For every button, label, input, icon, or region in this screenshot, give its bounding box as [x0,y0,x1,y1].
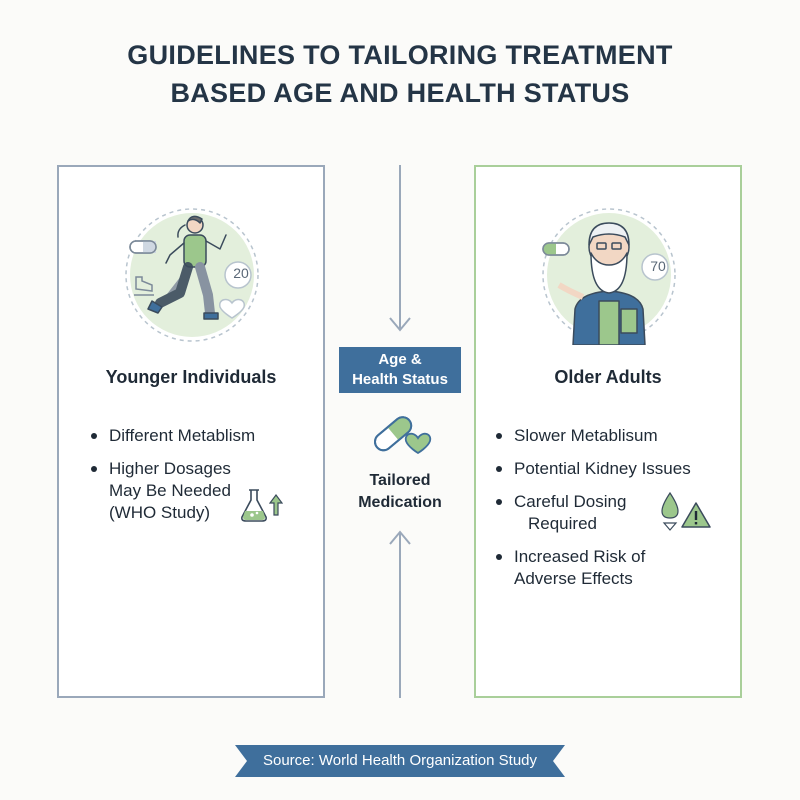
source-ribbon [235,745,565,777]
upper-axis-line [399,165,401,330]
tailored-medication-label: Tailored Medication [358,472,442,511]
older-panel: 70 Older Adults Slower Metablisum Potent… [474,165,742,698]
younger-heading: Younger Individuals [105,367,277,387]
shoe-icon [134,276,154,296]
list-item: Careful Dosing Required [492,491,724,535]
elderly-man-icon [542,208,676,345]
flask-icon [241,489,267,522]
title-line-1: GUIDELINES TO TAILORING TREATMENT [127,40,673,70]
arrow-up-icon [269,494,283,516]
older-heading: Older Adults [554,367,662,387]
warning-icon [681,502,711,528]
pill-heart-icon [374,416,432,455]
list-item: Increased Risk of Adverse Effects [492,546,724,590]
younger-points-list: Different Metablism Higher Dosages May B… [87,425,319,535]
younger-panel: 20 Younger Individuals Different Metabli… [57,165,325,698]
list-item: Higher Dosages May Be Needed (WHO Study) [87,458,319,524]
list-item: Different Metablism [87,425,319,447]
heart-icon [219,298,245,319]
older-age-badge: 70 [650,258,666,274]
list-item: Slower Metablisum [492,425,724,447]
pill-icon [542,242,570,256]
pill-icon [129,240,157,254]
title-line-2: BASED AGE AND HEALTH STATUS [170,78,630,108]
lower-axis-line [399,532,401,698]
list-item: Potential Kidney Issues [492,458,724,480]
runner-icon [125,208,259,342]
older-points-list: Slower Metablisum Potential Kidney Issue… [492,425,724,601]
younger-age-badge: 20 [233,265,249,281]
arrow-down-icon [389,317,411,332]
age-health-status-box: Age & Health Status [339,347,461,393]
drop-icon [661,491,679,531]
source-note: Source: World Health Organization Study [262,752,538,769]
page-title: GUIDELINES TO TAILORING TREATMENT BASED … [0,36,800,112]
